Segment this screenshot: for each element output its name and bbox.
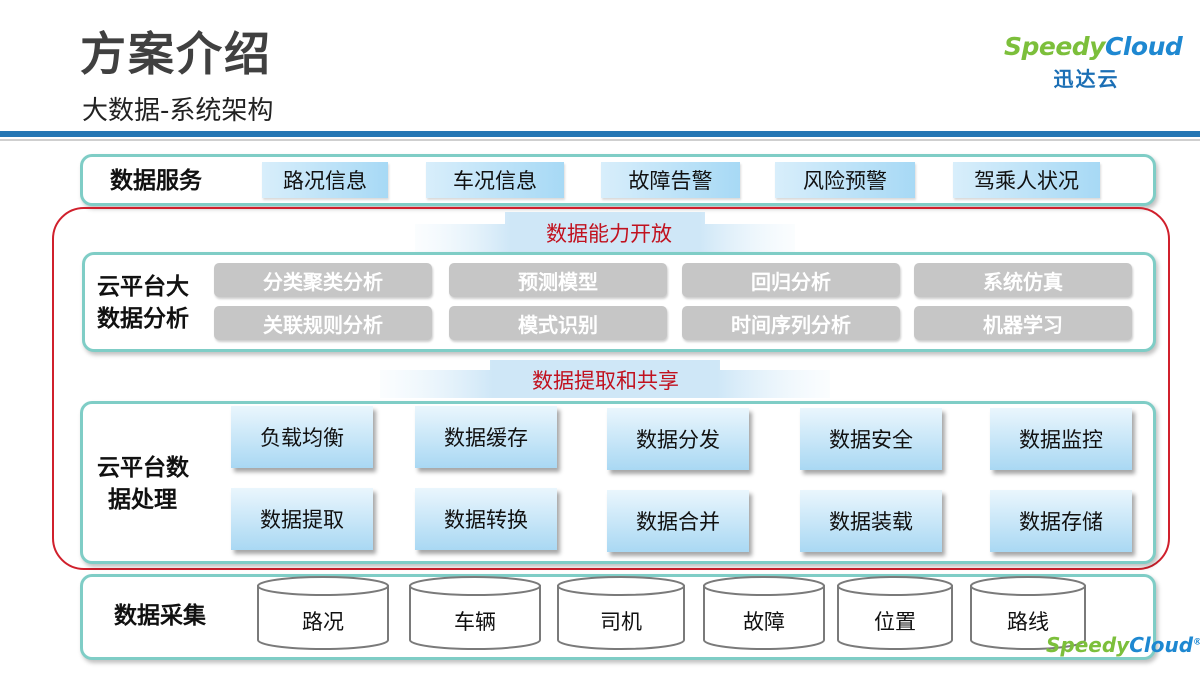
analysis-item-clustering: 分类聚类分析	[214, 263, 432, 297]
process-item-security: 数据安全	[800, 408, 942, 470]
database-cylinder-top	[837, 576, 953, 596]
analysis-label-line2: 数据分析	[97, 306, 189, 332]
collection-item-vehicle: 车辆	[454, 610, 496, 634]
band-mid-label: 数据提取和共享	[532, 369, 679, 393]
processing-label-line2: 据处理	[108, 487, 177, 513]
database-cylinder-body	[257, 585, 389, 650]
analysis-label-line1: 云平台大	[97, 274, 189, 300]
collection-item-fault: 故障	[743, 610, 785, 634]
analysis-item-association: 关联规则分析	[214, 306, 432, 340]
process-item-merge: 数据合并	[607, 490, 749, 552]
process-item-storage: 数据存储	[990, 490, 1132, 552]
analysis-item-pattern: 模式识别	[449, 306, 667, 340]
collection-item-road: 路况	[302, 610, 344, 634]
logo-wordmark: SpeedyCloud	[1004, 32, 1183, 61]
database-cylinder-top	[703, 576, 825, 596]
cloud-platform-frame	[52, 207, 1170, 570]
analysis-item-regression: 回归分析	[682, 263, 900, 297]
database-cylinder-top	[409, 576, 541, 596]
service-item-driver: 驾乘人状况	[953, 162, 1100, 198]
band-top-label: 数据能力开放	[546, 222, 672, 246]
process-item-cache: 数据缓存	[415, 406, 557, 468]
service-item-vehicle: 车况信息	[426, 162, 564, 198]
service-item-fault: 故障告警	[601, 162, 740, 198]
logo-chinese-name: 迅达云	[1053, 67, 1120, 91]
data-service-label: 数据服务	[110, 168, 202, 194]
analysis-item-prediction: 预测模型	[449, 263, 667, 297]
process-item-transform: 数据转换	[415, 488, 557, 550]
analysis-item-ml: 机器学习	[914, 306, 1132, 340]
header-divider	[0, 131, 1200, 137]
speedycloud-logo: SpeedyCloud 迅达云	[1004, 32, 1183, 92]
processing-label-line1: 云平台数	[97, 455, 189, 481]
page-title: 方案介绍	[80, 27, 272, 81]
process-item-monitor: 数据监控	[990, 408, 1132, 470]
up-arrow-band-top	[415, 212, 795, 252]
footer-logo: SpeedyCloud®	[1046, 633, 1200, 657]
page-subtitle: 大数据-系统架构	[82, 96, 274, 126]
collection-item-position: 位置	[874, 610, 916, 634]
analysis-item-timeseries: 时间序列分析	[682, 306, 900, 340]
data-collection-label: 数据采集	[114, 603, 206, 629]
process-item-distribute: 数据分发	[607, 408, 749, 470]
header-divider-thin	[0, 139, 1200, 141]
database-cylinder-top	[557, 576, 685, 596]
process-item-load-balance: 负载均衡	[231, 406, 373, 468]
database-cylinder-body	[409, 585, 541, 650]
database-cylinder-top	[970, 576, 1086, 596]
database-cylinder-body	[970, 585, 1086, 650]
service-item-road: 路况信息	[262, 162, 388, 198]
service-item-risk: 风险预警	[775, 162, 915, 198]
analysis-item-simulation: 系统仿真	[914, 263, 1132, 297]
process-item-extract: 数据提取	[231, 488, 373, 550]
up-arrow-band-mid	[380, 360, 830, 398]
database-cylinder-body	[557, 585, 685, 650]
database-cylinder-body	[703, 585, 825, 650]
collection-item-driver: 司机	[600, 610, 642, 634]
database-cylinder-top	[257, 576, 389, 596]
process-item-load: 数据装载	[800, 490, 942, 552]
database-cylinder-body	[837, 585, 953, 650]
collection-item-route: 路线	[1007, 610, 1049, 634]
